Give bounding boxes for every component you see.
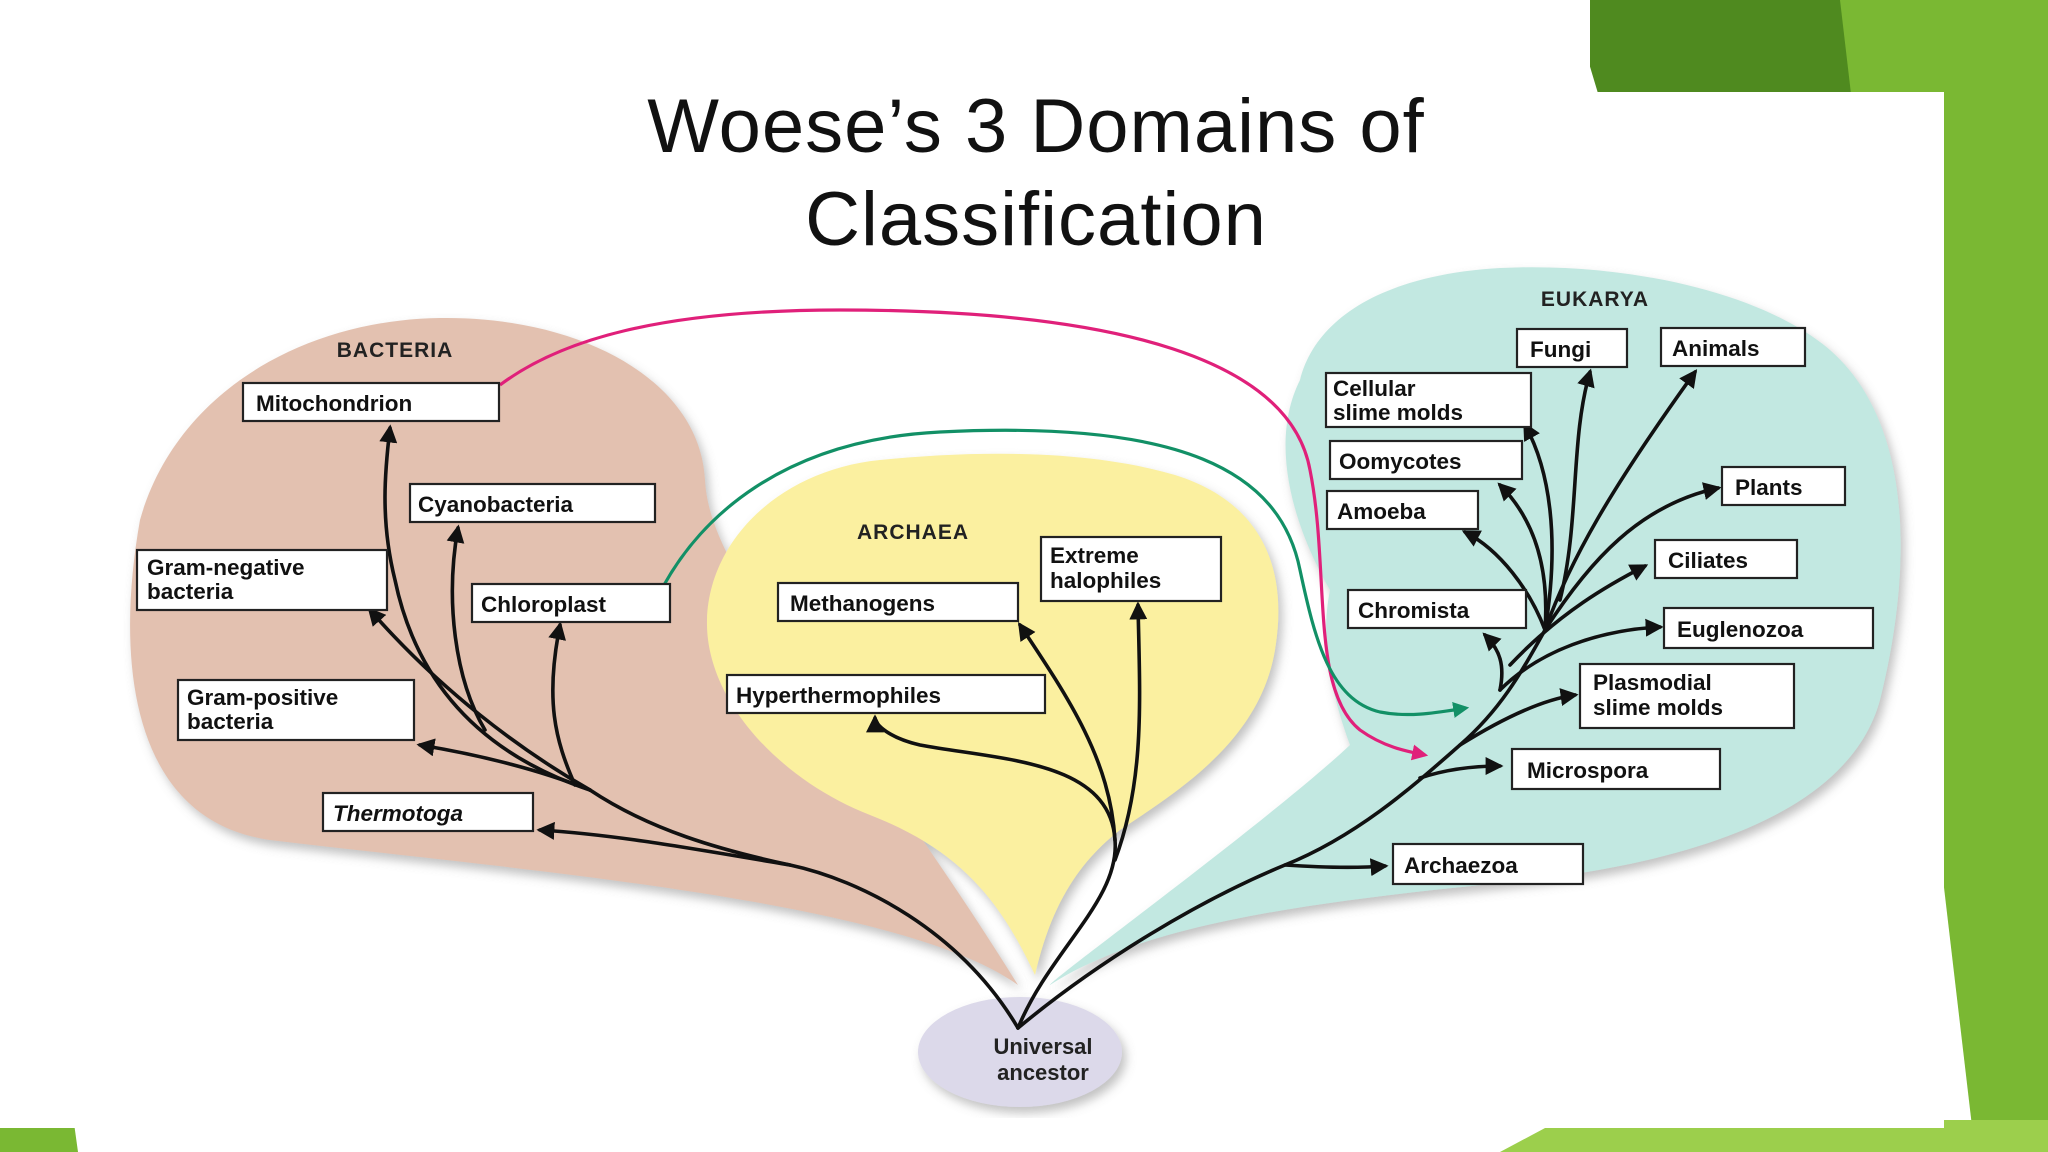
- svg-text:Microspora: Microspora: [1527, 758, 1649, 783]
- svg-text:bacteria: bacteria: [187, 709, 274, 734]
- svg-text:Thermotoga: Thermotoga: [333, 801, 463, 826]
- node-cyanobacteria: Cyanobacteria: [408, 482, 657, 524]
- domain-label-archaea: ARCHAEA: [857, 521, 969, 544]
- universal-ancestor: Universal ancestor: [918, 997, 1122, 1107]
- svg-text:Methanogens: Methanogens: [790, 591, 935, 616]
- svg-text:Animals: Animals: [1672, 336, 1760, 361]
- svg-text:Archaezoa: Archaezoa: [1404, 853, 1518, 878]
- svg-text:Fungi: Fungi: [1530, 337, 1591, 362]
- svg-text:slime molds: slime molds: [1593, 695, 1723, 720]
- ancestor-label-line1: Universal: [993, 1034, 1092, 1059]
- node-euglenozoa: Euglenozoa: [1662, 606, 1875, 650]
- node-hyperthermophiles: Hyperthermophiles: [725, 673, 1047, 715]
- svg-text:Plasmodial: Plasmodial: [1593, 670, 1712, 695]
- node-animals: Animals: [1659, 326, 1807, 368]
- svg-text:Oomycotes: Oomycotes: [1339, 449, 1462, 474]
- node-methanogens: Methanogens: [776, 581, 1020, 623]
- svg-text:bacteria: bacteria: [147, 579, 234, 604]
- svg-text:Cyanobacteria: Cyanobacteria: [418, 492, 574, 517]
- svg-text:halophiles: halophiles: [1050, 568, 1161, 593]
- node-fungi: Fungi: [1515, 327, 1629, 369]
- title-panel: [0, 0, 1590, 92]
- svg-text:Gram-positive: Gram-positive: [187, 685, 338, 710]
- tree-branches: [367, 368, 1722, 1030]
- svg-text:Gram-negative: Gram-negative: [147, 555, 305, 580]
- domain-label-eukarya: EUKARYA: [1541, 288, 1649, 311]
- node-cellular-slime-molds: Cellular slime molds: [1324, 371, 1533, 429]
- ancestor-label-line2: ancestor: [997, 1060, 1089, 1085]
- svg-text:Chromista: Chromista: [1358, 598, 1470, 623]
- node-chromista: Chromista: [1346, 588, 1528, 630]
- svg-text:Amoeba: Amoeba: [1337, 499, 1426, 524]
- node-amoeba: Amoeba: [1325, 489, 1480, 531]
- node-gram-positive-bacteria: Gram-positive bacteria: [176, 678, 416, 742]
- slide-title-line1: Woese’s 3 Domains of: [647, 84, 1425, 169]
- node-plants: Plants: [1720, 465, 1847, 507]
- svg-text:Ciliates: Ciliates: [1668, 548, 1748, 573]
- node-ciliates: Ciliates: [1653, 538, 1799, 580]
- node-extreme-halophiles: Extreme halophiles: [1039, 535, 1223, 603]
- node-plasmodial-slime-molds: Plasmodial slime molds: [1578, 662, 1796, 730]
- svg-text:Hyperthermophiles: Hyperthermophiles: [736, 683, 941, 708]
- mitochondrion-transfer-arrow: [499, 308, 1429, 761]
- node-gram-negative-bacteria: Gram-negative bacteria: [135, 548, 389, 612]
- svg-text:Chloroplast: Chloroplast: [481, 592, 607, 617]
- node-oomycotes: Oomycotes: [1328, 439, 1524, 481]
- svg-text:Mitochondrion: Mitochondrion: [256, 391, 412, 416]
- slide-title-line2: Classification: [805, 177, 1267, 262]
- node-mitochondrion: Mitochondrion: [241, 381, 501, 423]
- svg-text:Extreme: Extreme: [1050, 543, 1139, 568]
- node-chloroplast: Chloroplast: [470, 582, 672, 624]
- svg-text:Cellular: Cellular: [1333, 376, 1416, 401]
- svg-text:Euglenozoa: Euglenozoa: [1677, 617, 1804, 642]
- svg-text:Plants: Plants: [1735, 475, 1803, 500]
- node-thermotoga: Thermotoga: [321, 791, 535, 833]
- svg-text:slime molds: slime molds: [1333, 400, 1463, 425]
- domain-label-bacteria: BACTERIA: [337, 339, 454, 362]
- node-microspora: Microspora: [1510, 747, 1722, 791]
- chloroplast-transfer-arrow: [662, 428, 1470, 718]
- node-archaezoa: Archaezoa: [1391, 842, 1585, 886]
